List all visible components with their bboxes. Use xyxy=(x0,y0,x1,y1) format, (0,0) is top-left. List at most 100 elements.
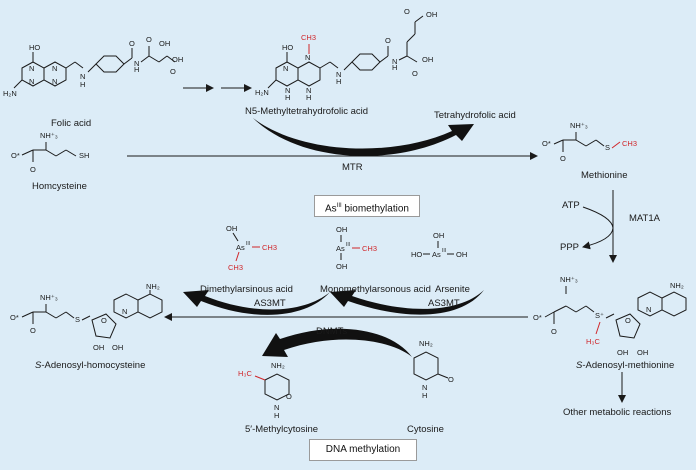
svg-text:H₃C: H₃C xyxy=(586,337,600,346)
label-as3mt-left: AS3MT xyxy=(254,298,286,309)
cytosine-structure: NH₂ O N H xyxy=(413,339,454,400)
label-monomethylarsonous-acid: Monomethylarsonous acid xyxy=(320,284,431,295)
atp-ppp-curve xyxy=(582,206,614,250)
n5-methyltetrahydrofolic-structure: HO N CH3 N NH NH H₂N NH O NH OH O OH O xyxy=(255,7,437,102)
svg-text:N: N xyxy=(422,383,427,392)
label-other-metabolic-reactions: Other metabolic reactions xyxy=(563,407,672,418)
svg-text:N: N xyxy=(305,53,310,62)
label-mat1a: MAT1A xyxy=(629,213,660,224)
svg-text:H: H xyxy=(285,93,290,102)
label-arsenite: Arsenite xyxy=(435,284,470,295)
label-as3mt-right: AS3MT xyxy=(428,298,460,309)
svg-text:As: As xyxy=(236,243,245,252)
as3mt-curved-arrow-left xyxy=(183,290,330,315)
svg-text:S: S xyxy=(75,315,80,324)
svg-text:N: N xyxy=(285,86,290,95)
svg-text:NH₂: NH₂ xyxy=(670,281,684,290)
dnmt-curved-arrow xyxy=(262,328,412,357)
svg-text:O: O xyxy=(412,69,418,78)
svg-text:O: O xyxy=(286,392,292,401)
label-homocysteine: Homcysteine xyxy=(32,181,87,192)
svg-text:CH3: CH3 xyxy=(228,263,243,272)
label-n5-methyltetrahydrofolic-acid: N5-Methyltetrahydrofolic acid xyxy=(245,106,369,117)
svg-text:O*: O* xyxy=(533,313,542,322)
svg-text:O: O xyxy=(30,326,36,335)
svg-text:OH: OH xyxy=(172,55,183,64)
svg-text:As: As xyxy=(336,244,345,253)
sam-structure: NH⁺₃ O* O S⁺ H₃C O OH OH NH₂ N xyxy=(533,275,687,357)
svg-text:NH⁺₃: NH⁺₃ xyxy=(560,275,578,284)
label-atp: ATP xyxy=(562,200,580,211)
svg-text:H₂N: H₂N xyxy=(3,89,17,98)
label-dimethylarsinous-acid: Dimethylarsinous acid xyxy=(200,284,293,295)
label-tetrahydrofolic-acid: Tetrahydrofolic acid xyxy=(434,110,516,121)
svg-text:O: O xyxy=(551,327,557,336)
svg-text:NH⁺₃: NH⁺₃ xyxy=(570,121,588,130)
dimethylarsinous-structure: OH As III CH3 CH3 xyxy=(226,224,277,272)
svg-text:III: III xyxy=(442,248,446,254)
svg-text:N: N xyxy=(29,77,34,86)
as3mt-curved-arrow-right xyxy=(330,290,484,315)
svg-text:O: O xyxy=(448,375,454,384)
methylcytosine-structure: NH₂ H₃C O N H xyxy=(238,361,292,420)
svg-text:NH⁺₃: NH⁺₃ xyxy=(40,131,58,140)
svg-text:H: H xyxy=(274,411,279,420)
svg-text:OH: OH xyxy=(433,231,444,240)
svg-text:NH₂: NH₂ xyxy=(146,282,160,291)
svg-text:N: N xyxy=(392,57,397,66)
svg-text:OH: OH xyxy=(637,348,648,357)
svg-text:OH: OH xyxy=(159,39,170,48)
svg-text:N: N xyxy=(306,86,311,95)
svg-text:O*: O* xyxy=(11,151,20,160)
label-5-methylcytosine: 5′-Methylcytosine xyxy=(245,424,319,435)
sah-prefix: S xyxy=(35,360,42,371)
svg-text:H: H xyxy=(336,77,341,86)
svg-text:III: III xyxy=(246,241,250,247)
svg-text:HO: HO xyxy=(282,43,293,52)
svg-text:NH⁺₃: NH⁺₃ xyxy=(40,293,58,302)
svg-text:N: N xyxy=(283,64,288,73)
svg-text:O: O xyxy=(101,316,107,325)
label-s-adenosyl-homocysteine: S-Adenosyl-homocysteine xyxy=(35,360,145,371)
svg-text:N: N xyxy=(52,64,57,73)
svg-text:N: N xyxy=(29,64,34,73)
svg-text:N: N xyxy=(134,59,139,68)
svg-text:OH: OH xyxy=(456,250,467,259)
svg-text:N: N xyxy=(336,70,341,79)
svg-text:O*: O* xyxy=(10,313,19,322)
svg-text:H: H xyxy=(306,93,311,102)
svg-text:O: O xyxy=(404,7,410,16)
as-biomethylation-box: AsIII biomethylation xyxy=(314,195,420,217)
label-dnmts: DNMTs xyxy=(316,326,348,337)
arsenite-structure: OH HO As III OH xyxy=(411,231,467,259)
svg-text:OH: OH xyxy=(617,348,628,357)
as-biomethylation-prefix: As xyxy=(325,203,337,215)
svg-text:O: O xyxy=(129,39,135,48)
as-biomethylation-sup: III xyxy=(336,203,342,209)
svg-text:III: III xyxy=(346,242,350,248)
svg-text:H₂N: H₂N xyxy=(255,88,269,97)
svg-text:CH3: CH3 xyxy=(362,244,377,253)
svg-text:H: H xyxy=(134,65,139,74)
svg-text:HO: HO xyxy=(29,43,40,52)
svg-text:O: O xyxy=(170,67,176,76)
svg-text:CH3: CH3 xyxy=(301,33,316,42)
svg-text:OH: OH xyxy=(336,225,347,234)
svg-text:H: H xyxy=(392,63,397,72)
sam-prefix: S xyxy=(576,360,583,371)
svg-text:N: N xyxy=(122,307,127,316)
svg-text:O: O xyxy=(146,35,152,44)
sah-structure: NH⁺₃ O* O S O OH OH NH₂ N xyxy=(10,282,163,352)
svg-text:OH: OH xyxy=(426,10,437,19)
svg-text:N: N xyxy=(274,403,279,412)
svg-text:OH: OH xyxy=(422,55,433,64)
thf-curved-arrow xyxy=(253,118,474,157)
svg-text:SH: SH xyxy=(79,151,89,160)
svg-text:OH: OH xyxy=(226,224,237,233)
svg-text:OH: OH xyxy=(93,343,104,352)
label-s-adenosyl-methionine: S-Adenosyl-methionine xyxy=(576,360,674,371)
svg-text:CH3: CH3 xyxy=(622,139,637,148)
methionine-structure: NH⁺₃ O* O S CH3 xyxy=(542,121,637,163)
